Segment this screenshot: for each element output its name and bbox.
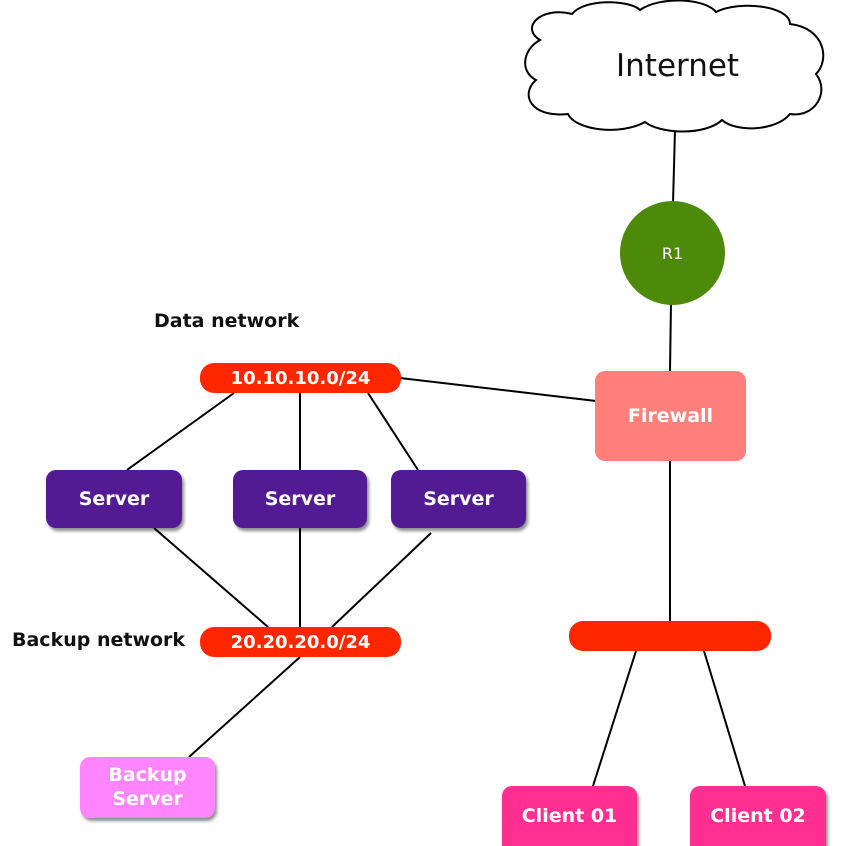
link-server3-backupnet — [331, 532, 432, 628]
link-r1-firewall — [669, 301, 672, 372]
router-r1[interactable]: R1 — [620, 201, 725, 305]
client-network-bar[interactable] — [569, 621, 771, 651]
internet-label: Internet — [616, 48, 740, 84]
backup-network-title: Backup network — [12, 629, 186, 651]
link-datanet-firewall — [399, 377, 597, 402]
server-3[interactable]: Server — [391, 470, 526, 528]
server-1[interactable]: Server — [46, 470, 182, 528]
server-label: Server — [423, 488, 494, 510]
server-label: Server — [264, 488, 336, 510]
data-network-subnet[interactable]: 10.10.10.0/24 — [200, 363, 401, 393]
link-datanet-server1 — [126, 392, 235, 471]
link-clientnet-client1 — [592, 650, 637, 787]
link-server1-backupnet — [153, 527, 269, 628]
link-internet-r1 — [672, 129, 676, 204]
router-label: R1 — [661, 243, 684, 263]
client-02[interactable]: Client 02 — [690, 786, 826, 846]
internet-cloud-shape — [524, 0, 825, 133]
backup-network-subnet-label: 20.20.20.0/24 — [230, 631, 371, 653]
client-01[interactable]: Client 01 — [502, 786, 637, 846]
link-backupnet-backupserver — [188, 656, 301, 758]
client-label: Client 02 — [710, 805, 806, 827]
server-label: Server — [78, 488, 150, 510]
backup-server[interactable]: Backup Server — [80, 757, 215, 818]
backup-network-subnet[interactable]: 20.20.20.0/24 — [200, 627, 401, 657]
link-datanet-server3 — [367, 392, 419, 471]
firewall-label: Firewall — [627, 405, 714, 427]
firewall[interactable]: Firewall — [595, 371, 746, 461]
backup-server-label: Backup Server — [108, 763, 187, 810]
link-clientnet-client2 — [703, 650, 746, 787]
data-network-subnet-label: 10.10.10.0/24 — [230, 367, 371, 389]
client-label: Client 01 — [521, 805, 618, 827]
server-2[interactable]: Server — [233, 470, 367, 528]
data-network-title: Data network — [154, 310, 300, 332]
